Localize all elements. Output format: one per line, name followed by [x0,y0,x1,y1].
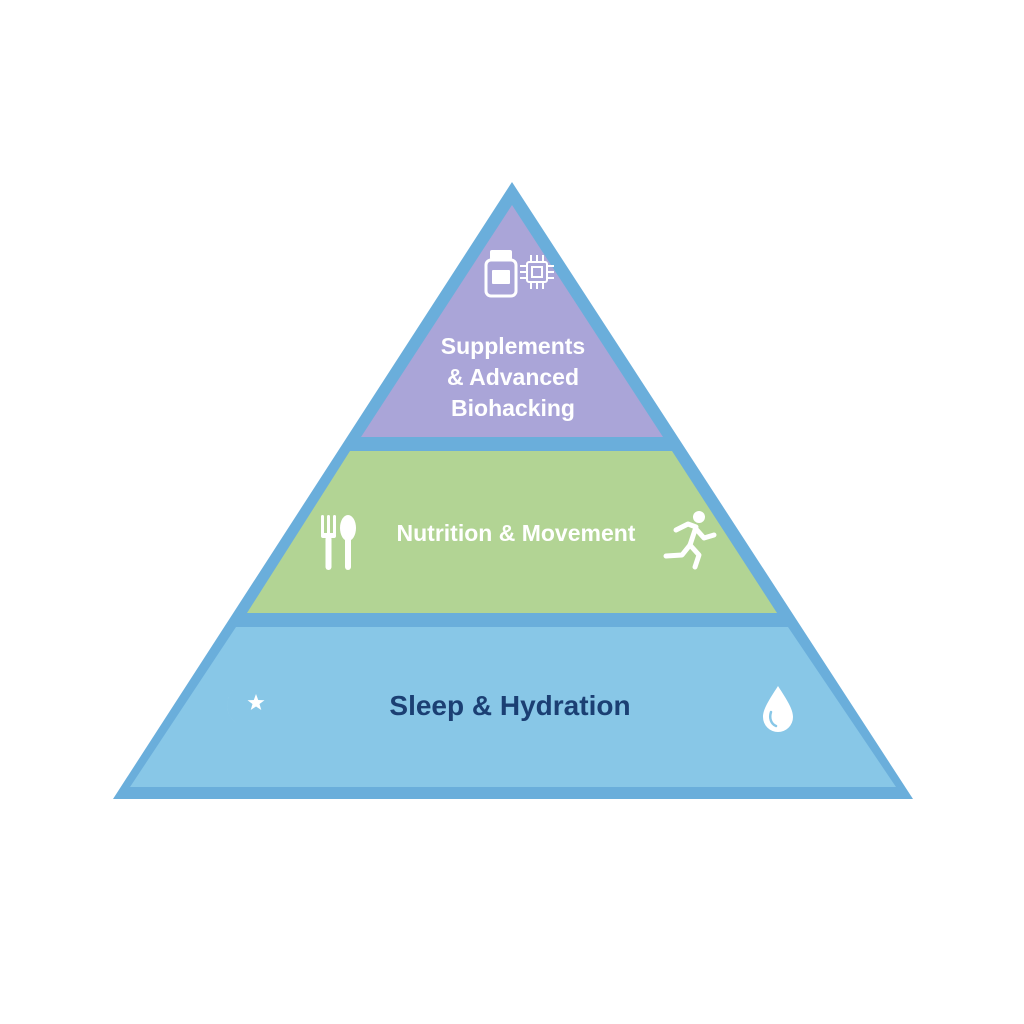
moon-star-icon [227,686,265,727]
tier-top-label-line-3: Biohacking [451,395,575,421]
tier-top [361,205,663,437]
water-drop-icon [763,686,793,732]
tier-middle [247,451,777,613]
tier-middle-label: Nutrition & Movement [397,520,636,546]
fork-spoon-icon [321,515,356,570]
supplement-bottle-icon [484,250,518,298]
tier-bottom-label: Sleep & Hydration [389,690,630,721]
microchip-icon [520,255,554,289]
running-person-icon [663,511,717,570]
tier-top-label-line-2: & Advanced [447,364,579,390]
tier-bottom [130,627,896,787]
tier-top-label-line-1: Supplements [441,333,585,359]
